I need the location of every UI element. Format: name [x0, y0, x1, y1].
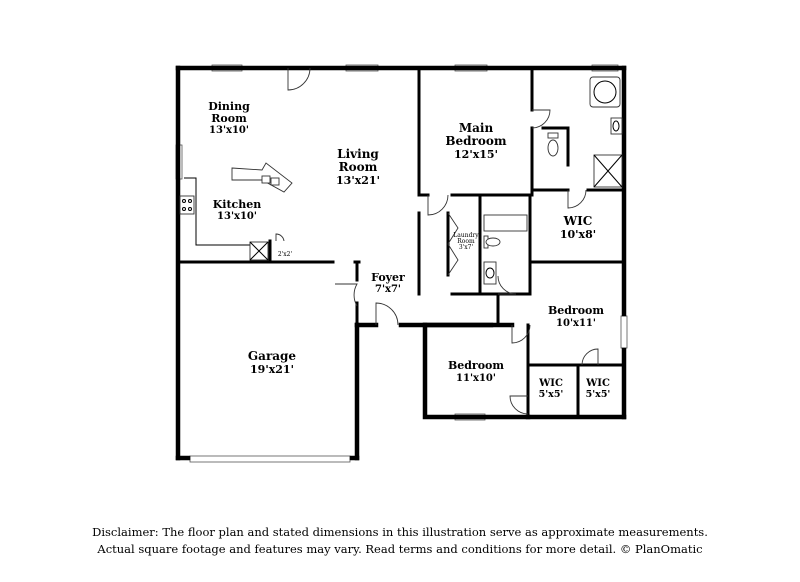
main-bedroom-name-2: Bedroom: [445, 134, 506, 148]
laundry-name-2: Room: [457, 238, 475, 245]
disclaimer-line-1: Disclaimer: The floor plan and stated di…: [92, 525, 708, 539]
bedroom-bottom-dimensions: 11'x10': [456, 373, 496, 384]
garage-dimensions: 19'x21': [250, 363, 294, 376]
bedroom-bottom-name: Bedroom: [448, 359, 504, 372]
main-wic-dimensions: 10'x8': [560, 228, 596, 241]
living-room-name-2: Room: [339, 160, 378, 174]
fixtures: [179, 76, 623, 285]
sink-icon: [261, 175, 271, 184]
kitchen-name: Kitchen: [213, 198, 262, 211]
stove-icon: [179, 195, 195, 215]
room-labels: Dining Room 13'x10' Living Room 13'x21' …: [208, 100, 610, 400]
foyer-name: Foyer: [371, 271, 405, 284]
living-room-name-1: Living: [337, 147, 379, 161]
hall-bathtub-icon: [483, 214, 528, 232]
garage-name: Garage: [248, 349, 297, 363]
dining-room-name-2: Room: [211, 112, 247, 125]
disclaimer: Disclaimer: The floor plan and stated di…: [0, 524, 800, 558]
dining-room-dimensions: 13'x10': [209, 125, 249, 136]
doors: [275, 67, 599, 415]
main-bedroom-dimensions: 12'x15': [454, 148, 498, 161]
vanity-sink-icon: [610, 117, 623, 135]
laundry-dimensions: 3'x7': [459, 244, 474, 251]
foyer-dimensions: 7'x7': [375, 284, 401, 295]
living-room-dimensions: 13'x21': [336, 174, 380, 187]
wic-left-dimensions: 5'x5': [539, 389, 564, 400]
bedroom-right-dimensions: 10'x11': [556, 318, 596, 329]
bedroom-right-name: Bedroom: [548, 304, 604, 317]
wic-right-name: WIC: [585, 378, 610, 389]
toilet-icon: [547, 132, 559, 139]
kitchen-dimensions: 13'x10': [217, 211, 257, 222]
wic-left-name: WIC: [538, 378, 563, 389]
pantry-dimensions: 2'x2': [278, 251, 293, 258]
wic-right-dimensions: 5'x5': [586, 389, 611, 400]
main-bedroom-name-1: Main: [459, 121, 494, 135]
main-wic-name: WIC: [563, 214, 593, 228]
dining-room-name-1: Dining: [208, 100, 250, 113]
disclaimer-line-2: Actual square footage and features may v…: [97, 542, 703, 556]
laundry-name-1: Laundry: [453, 232, 479, 239]
